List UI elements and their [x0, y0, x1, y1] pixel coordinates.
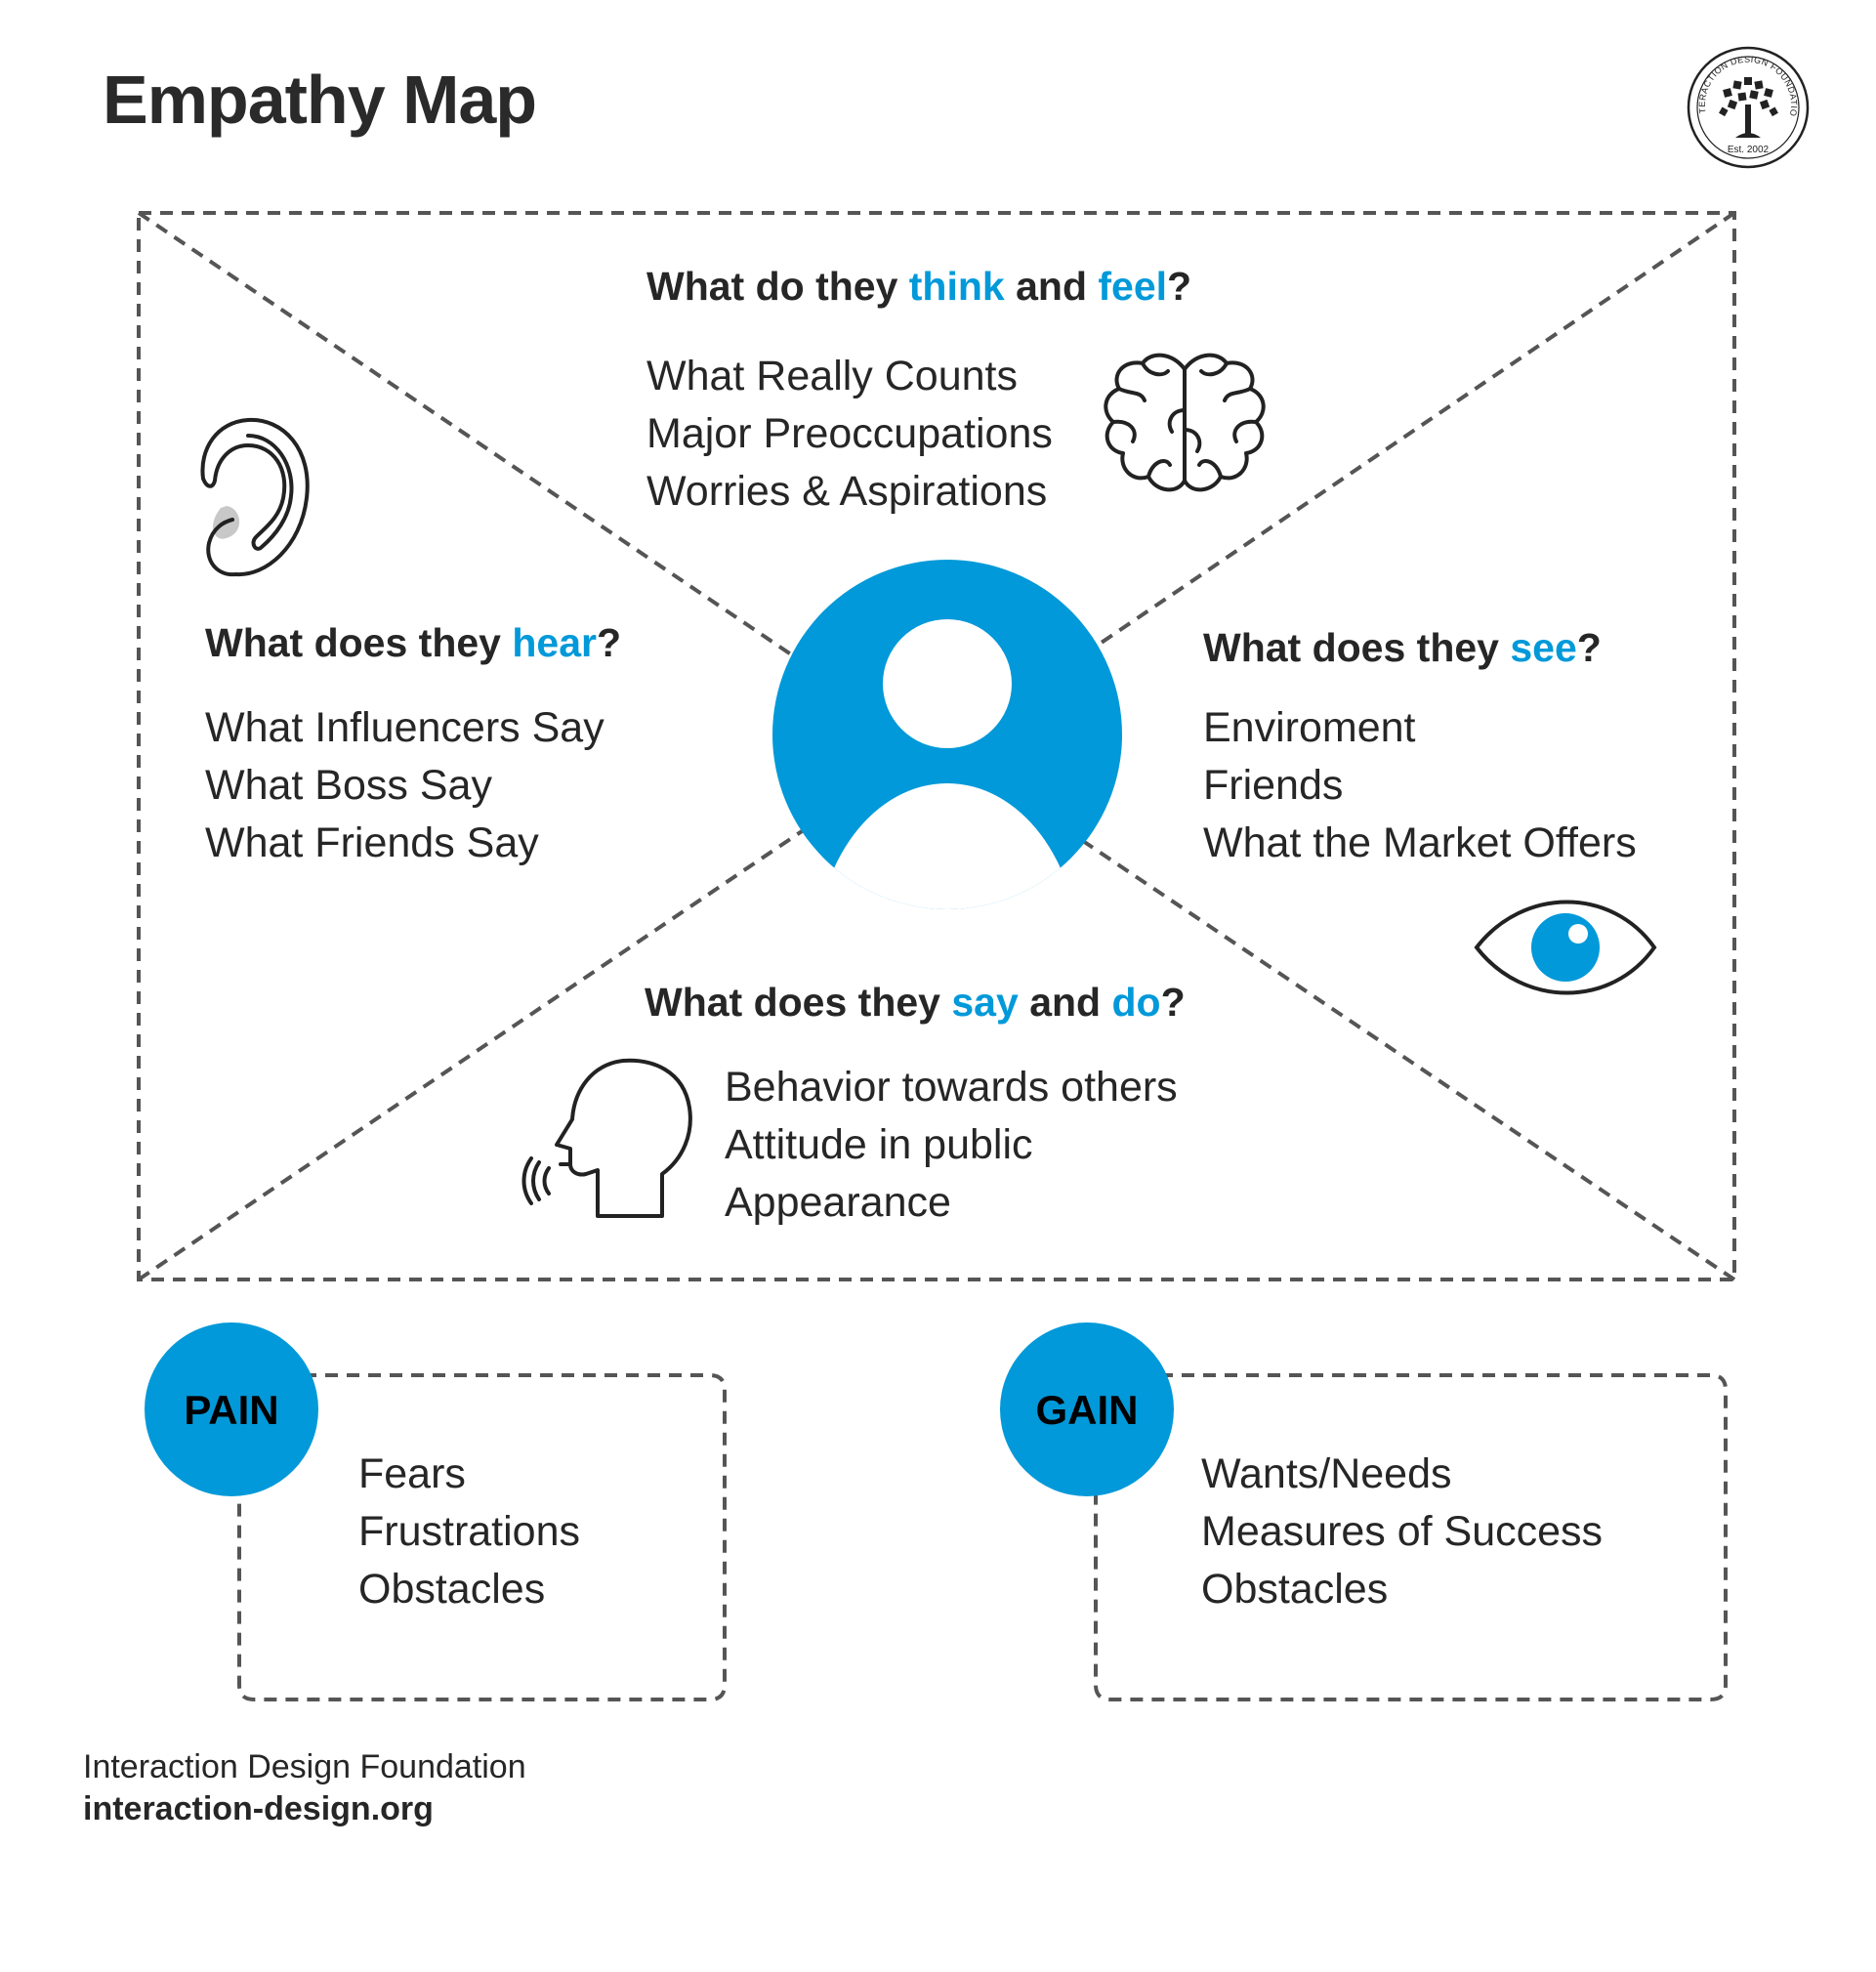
think-feel-heading: What do they think and feel?: [646, 264, 1192, 309]
list-item: Obstacles: [358, 1566, 546, 1613]
diagonal-top-left: [137, 211, 793, 656]
gain-list: Wants/Needs Measures of Success Obstacle…: [1201, 1446, 1603, 1618]
list-item: Major Preoccupations: [646, 410, 1053, 457]
list-item: Attitude in public: [725, 1121, 1033, 1168]
list-item: Frustrations: [358, 1508, 581, 1555]
eye-icon: [1474, 900, 1657, 995]
gain-box: [1094, 1373, 1728, 1701]
footer-org: Interaction Design Foundation: [83, 1748, 526, 1785]
hear-heading: What does they hear?: [205, 620, 622, 665]
list-item: Wants/Needs: [1201, 1450, 1452, 1497]
say-do-heading: What does they say and do?: [645, 980, 1186, 1025]
list-item: Worries & Aspirations: [646, 468, 1048, 515]
gain-badge: [1000, 1322, 1174, 1496]
tree-icon: [1719, 77, 1778, 138]
diagonal-top-right: [1082, 211, 1736, 656]
map-border: [137, 211, 1736, 1281]
speaking-head-icon: [521, 1058, 692, 1218]
list-item: What Influencers Say: [205, 704, 604, 751]
think-feel-list: What Really Counts Major Preoccupations …: [646, 348, 1053, 521]
list-item: What Really Counts: [646, 353, 1018, 399]
pain-list: Fears Frustrations Obstacles: [358, 1446, 580, 1618]
list-item: Appearance: [725, 1179, 951, 1226]
footer-url[interactable]: interaction-design.org: [83, 1790, 434, 1827]
idf-logo: INTERACTION DESIGN FOUNDATION Est. 2002: [1685, 44, 1810, 169]
ear-icon: [200, 417, 310, 577]
list-item: Behavior towards others: [725, 1064, 1178, 1111]
diagonal-bottom-right: [1072, 833, 1736, 1281]
pain-badge: [145, 1322, 318, 1496]
list-item: Obstacles: [1201, 1566, 1389, 1613]
list-item: Enviroment: [1203, 704, 1416, 751]
gain-label: GAIN: [1036, 1387, 1139, 1433]
user-avatar-icon: [772, 560, 1122, 909]
hear-list: What Influencers Say What Boss Say What …: [205, 699, 604, 872]
list-item: Fears: [358, 1450, 466, 1497]
brain-icon: [1104, 353, 1266, 492]
page-title: Empathy Map: [103, 62, 537, 138]
pain-label: PAIN: [184, 1387, 278, 1433]
pain-box: [237, 1373, 727, 1701]
logo-est-text: Est. 2002: [1728, 145, 1770, 155]
see-list: Enviroment Friends What the Market Offer…: [1203, 699, 1637, 872]
list-item: Measures of Success: [1201, 1508, 1604, 1555]
list-item: What Friends Say: [205, 819, 539, 866]
see-heading: What does they see?: [1203, 625, 1602, 670]
list-item: What the Market Offers: [1203, 819, 1637, 866]
list-item: What Boss Say: [205, 762, 492, 809]
say-do-list: Behavior towards others Attitude in publ…: [725, 1059, 1178, 1232]
list-item: Friends: [1203, 762, 1344, 809]
diagonal-bottom-left: [137, 823, 813, 1281]
